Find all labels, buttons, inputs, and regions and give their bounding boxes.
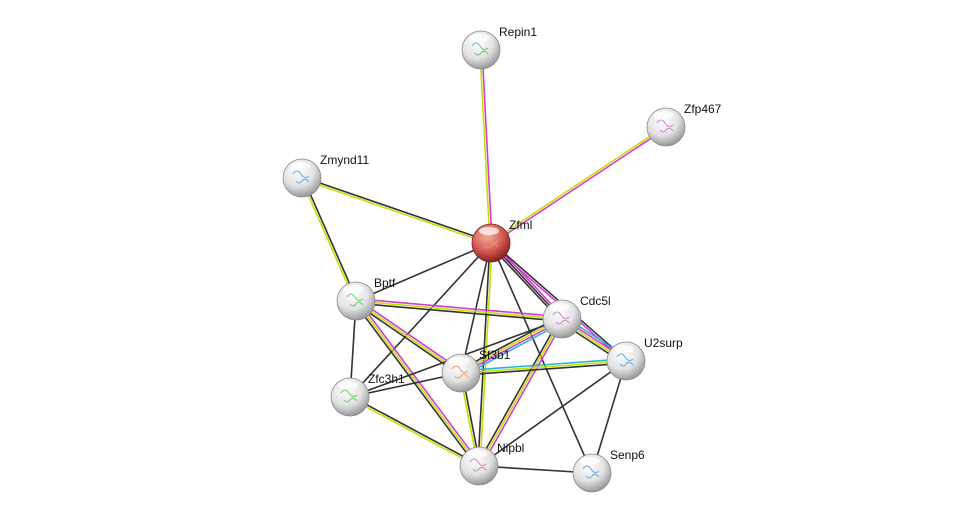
edge-evidence-black xyxy=(461,362,627,376)
edge-evidence-black xyxy=(476,317,561,466)
protein-structure-icon xyxy=(346,293,364,307)
node-highlight xyxy=(344,285,364,293)
protein-structure-icon xyxy=(292,170,310,184)
node-label: U2surp xyxy=(644,336,683,350)
edge-evidence-black xyxy=(353,301,478,468)
node-zfc3h1[interactable]: Zfc3h1 xyxy=(330,372,405,417)
edge-evidence-black xyxy=(350,395,480,466)
edge-evidence-yellow xyxy=(300,178,356,302)
edge-evidence-yellow xyxy=(478,318,563,467)
edge-zfml-bptf[interactable] xyxy=(355,242,492,302)
edge-evidence-black xyxy=(460,242,492,374)
node-label: Zmynd11 xyxy=(320,153,369,167)
node-highlight xyxy=(338,381,358,389)
edge-evidence-black xyxy=(302,177,358,301)
edge-evidence-black xyxy=(591,360,627,474)
edge-bptf-cdc5l[interactable] xyxy=(355,298,563,322)
node-label: Sf3b1 xyxy=(479,348,511,362)
node-zfp467[interactable]: Zfp467 xyxy=(646,102,722,147)
edge-zmynd11-bptf[interactable] xyxy=(300,177,358,302)
edge-evidence-magenta xyxy=(356,298,563,318)
edge-evidence-black xyxy=(477,242,491,466)
edge-evidence-yellow xyxy=(349,397,479,468)
edge-evidence-black xyxy=(355,302,562,322)
protein-structure-icon xyxy=(469,458,487,472)
edge-evidence-black xyxy=(302,176,492,243)
node-label: Repin1 xyxy=(499,25,537,39)
edge-evidence-magenta xyxy=(481,49,493,243)
protein-structure-icon xyxy=(616,353,634,367)
edge-evidence-yellow xyxy=(355,300,462,374)
node-highlight xyxy=(449,357,469,365)
edge-zfml-zfc3h1[interactable] xyxy=(349,242,492,398)
edge-zfml-senp6[interactable] xyxy=(490,242,593,474)
edge-evidence-yellow xyxy=(355,300,563,320)
edge-evidence-black xyxy=(355,242,492,302)
node-cdc5l[interactable]: Cdc5l xyxy=(542,294,611,339)
protein-structure-icon xyxy=(451,365,469,379)
edge-evidence-magenta xyxy=(480,319,565,468)
node-label: Nipbl xyxy=(497,441,524,455)
edge-zfp467-zfml[interactable] xyxy=(489,125,668,245)
protein-structure-icon xyxy=(481,235,499,249)
edge-evidence-yellow xyxy=(479,243,493,467)
node-label: Zfml xyxy=(509,218,532,232)
node-highlight xyxy=(467,450,487,458)
edge-cdc5l-nipbl[interactable] xyxy=(476,317,565,468)
edge-repin1-zfml[interactable] xyxy=(479,49,493,244)
node-highlight xyxy=(550,303,570,311)
node-label: Cdc5l xyxy=(580,294,611,308)
edge-evidence-yellow xyxy=(489,125,666,243)
edge-evidence-magenta xyxy=(491,127,668,245)
edge-zfc3h1-nipbl[interactable] xyxy=(349,395,480,468)
edge-evidence-yellow xyxy=(355,300,480,467)
node-u2surp[interactable]: U2surp xyxy=(606,336,683,381)
protein-structure-icon xyxy=(552,311,570,325)
edge-evidence-cyan xyxy=(460,358,626,372)
edge-zfml-sf3b1[interactable] xyxy=(460,242,492,374)
edge-u2surp-senp6[interactable] xyxy=(591,360,627,474)
edge-evidence-yellow xyxy=(479,50,491,244)
edge-evidence-black xyxy=(490,242,593,474)
node-zfml[interactable]: Zfml xyxy=(471,218,532,263)
node-sf3b1[interactable]: Sf3b1 xyxy=(441,348,511,393)
edge-u2surp-nipbl[interactable] xyxy=(478,360,627,467)
node-label: Senp6 xyxy=(610,448,645,462)
edge-evidence-black xyxy=(478,360,627,467)
node-label: Bptf xyxy=(374,276,396,290)
node-zmynd11[interactable]: Zmynd11 xyxy=(282,153,369,198)
protein-structure-icon xyxy=(656,119,674,133)
edge-evidence-magenta xyxy=(356,298,463,372)
edge-evidence-yellow xyxy=(460,360,627,374)
node-highlight xyxy=(290,162,310,170)
node-bptf[interactable]: Bptf xyxy=(336,276,396,321)
node-senp6[interactable]: Senp6 xyxy=(572,448,645,493)
protein-structure-icon xyxy=(582,465,600,479)
node-nipbl[interactable]: Nipbl xyxy=(459,441,524,486)
protein-structure-icon xyxy=(340,389,358,403)
node-highlight xyxy=(614,345,634,353)
node-label: Zfc3h1 xyxy=(368,372,405,386)
edge-zmynd11-zfml[interactable] xyxy=(301,176,492,245)
node-label: Zfp467 xyxy=(684,102,722,116)
node-highlight xyxy=(580,457,600,465)
edge-sf3b1-u2surp[interactable] xyxy=(460,358,627,376)
edge-evidence-yellow xyxy=(301,178,491,245)
edge-zfml-nipbl[interactable] xyxy=(477,242,493,467)
node-highlight xyxy=(479,227,499,235)
node-highlight xyxy=(654,111,674,119)
protein-structure-icon xyxy=(471,42,489,56)
node-highlight xyxy=(469,34,489,42)
edge-evidence-black xyxy=(349,242,492,398)
node-repin1[interactable]: Repin1 xyxy=(461,25,537,70)
nodes-layer: Repin1Zfp467Zmynd11ZfmlBptfCdc5lU2surpSf… xyxy=(282,25,722,493)
